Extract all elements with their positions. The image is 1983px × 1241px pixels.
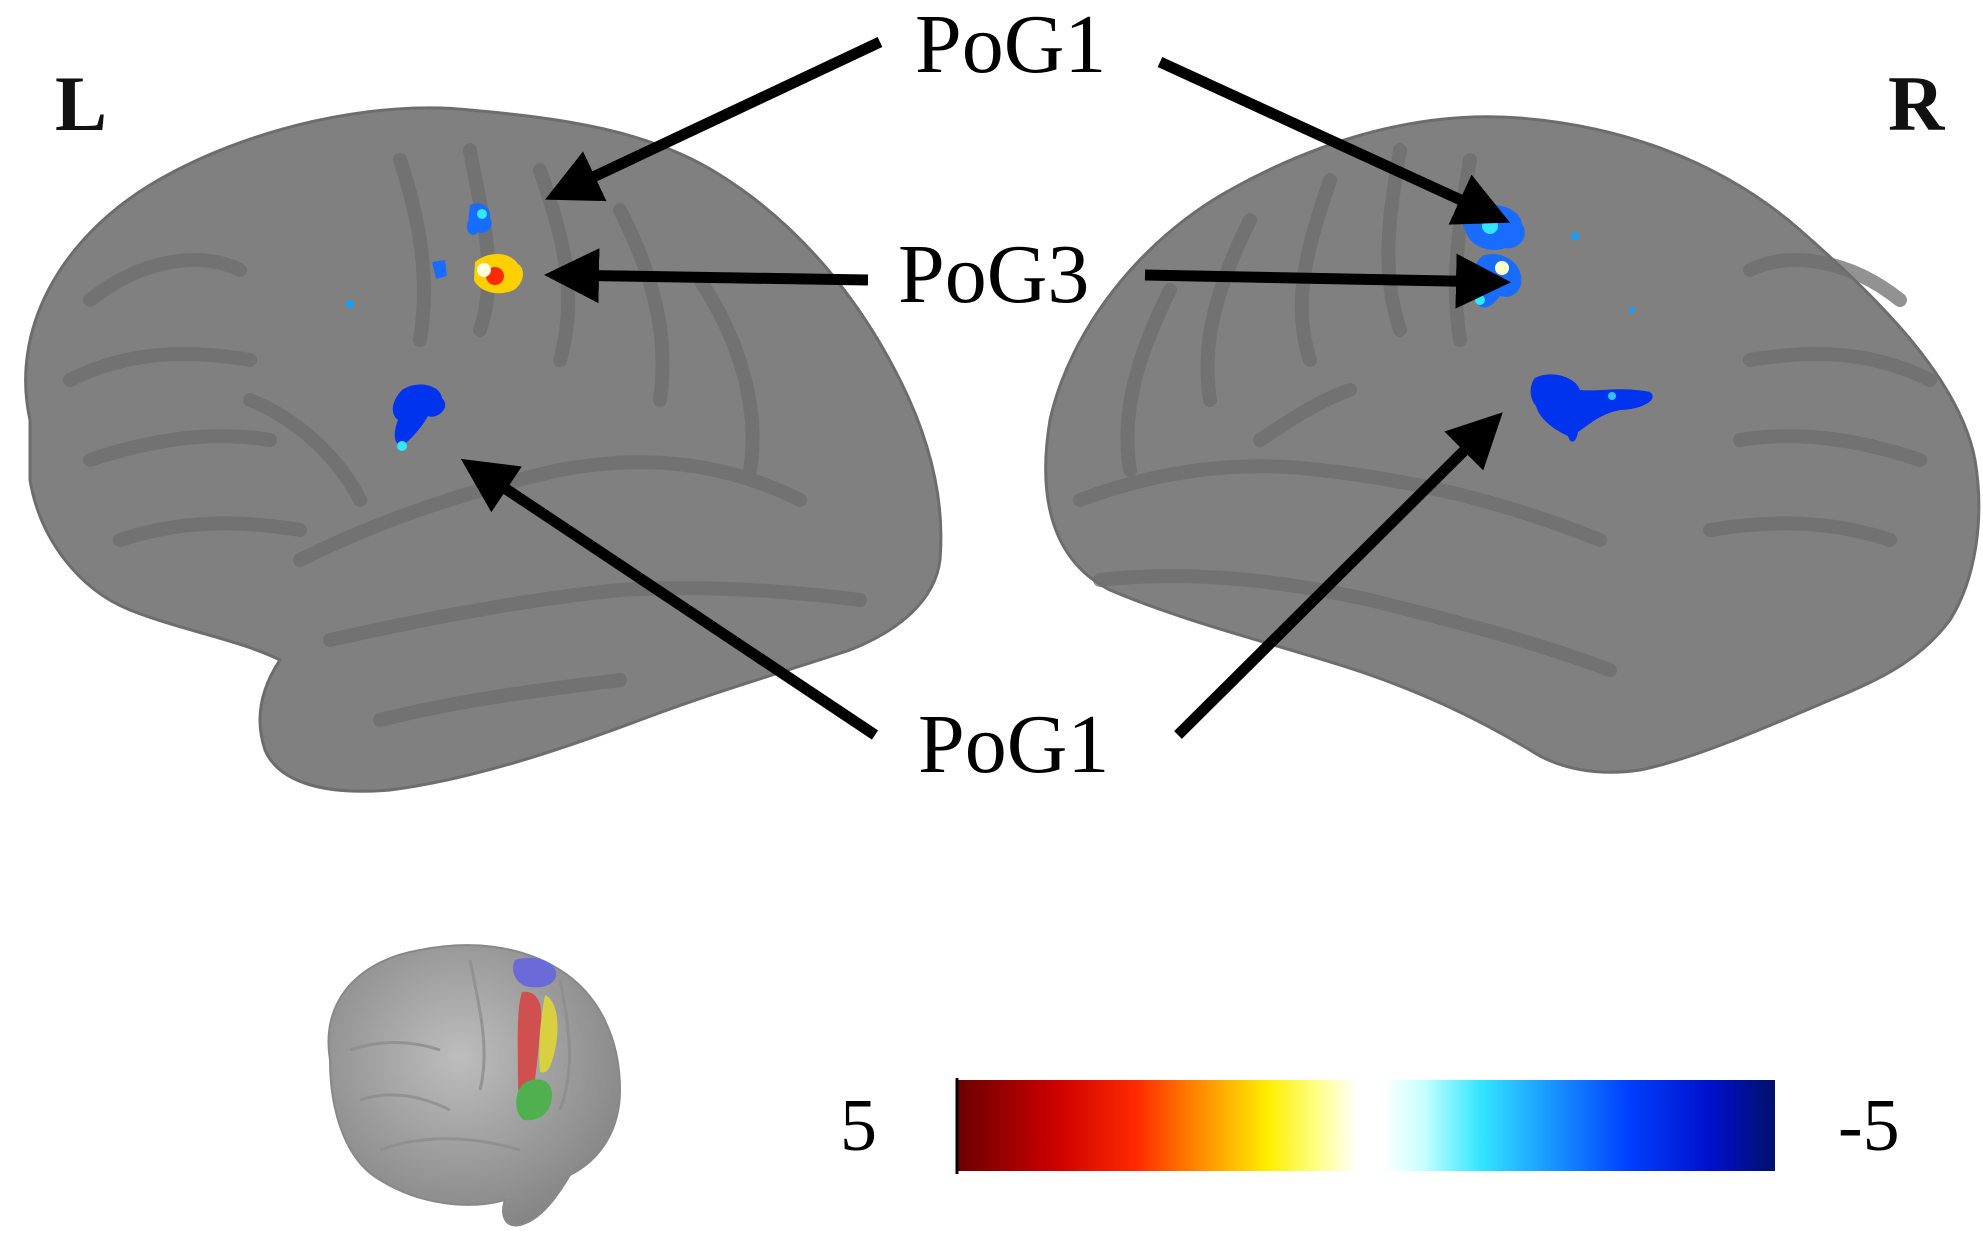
right-hemisphere-label: R — [1888, 60, 1946, 147]
colorbar-gradient — [957, 1080, 1775, 1171]
colorbar: 5 -5 — [840, 1078, 1900, 1174]
arrow-top-left — [545, 37, 883, 202]
colorbar-min-label: -5 — [1838, 1085, 1900, 1167]
arrow-middle-right — [1144, 253, 1511, 309]
right-hemisphere: R — [1044, 60, 1981, 774]
atlas-brain-sulci — [349, 959, 571, 1152]
arrow-bottom-right — [1174, 412, 1503, 739]
arrow-bottom-left — [460, 458, 879, 740]
left-sulci — [63, 143, 867, 727]
atlas-region-blue — [513, 957, 557, 988]
arrow-middle-left — [544, 248, 869, 304]
atlas-region-yellow — [539, 995, 558, 1073]
atlas-region-red — [517, 991, 542, 1111]
right-activation-bottom — [1530, 374, 1653, 442]
label-middle: PoG3 — [898, 228, 1089, 321]
arrow-top-right — [1157, 57, 1510, 225]
atlas-region-green — [516, 1079, 552, 1121]
left-hemisphere-label: L — [55, 60, 107, 147]
arrows — [460, 37, 1511, 740]
label-bottom: PoG1 — [918, 698, 1109, 791]
left-activation-top — [466, 203, 492, 235]
left-activation-middle — [346, 253, 523, 308]
label-top: PoG1 — [915, 0, 1106, 91]
atlas-brain-inset — [327, 944, 622, 1227]
colorbar-max-label: 5 — [840, 1085, 877, 1167]
left-activation-bottom — [392, 384, 446, 451]
